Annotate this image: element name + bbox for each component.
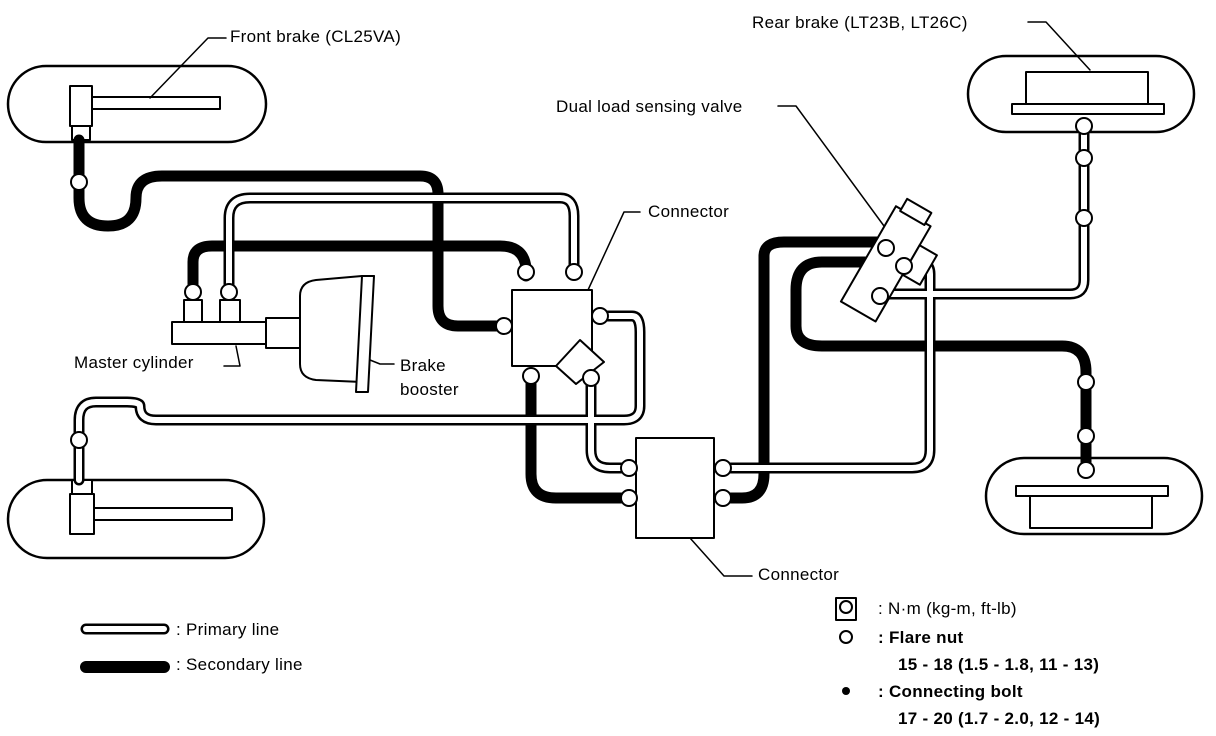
connector-top-label: Connector: [648, 202, 730, 221]
flare-nut-torque-value: 15 - 18 (1.5 - 1.8, 11 - 13): [898, 655, 1100, 674]
connector-bottom: [635, 437, 715, 539]
rear-right-brake-drum: [1011, 71, 1165, 115]
brake-booster-label-line1: Brake: [400, 356, 446, 375]
dual-load-sensing-valve-label: Dual load sensing valve: [556, 97, 743, 116]
flare-nuts: [70, 117, 1095, 507]
flare-nut-label: : Flare nut: [878, 628, 964, 647]
front-left-wheel-housing: [6, 64, 268, 144]
leader-lines: [149, 21, 1091, 577]
front-left-brake-caliper: [69, 85, 221, 141]
torque-wrench-icon: [835, 597, 857, 621]
connector-bottom-label: Connector: [758, 565, 840, 584]
front-right-wheel-housing: [6, 478, 266, 560]
connecting-bolt-symbol-icon: [842, 687, 850, 695]
front-right-brake-caliper: [69, 479, 233, 535]
rear-brake-label: Rear brake (LT23B, LT26C): [752, 13, 968, 32]
brake-booster-label-line2: booster: [400, 380, 459, 399]
rear-left-wheel-housing: [984, 456, 1204, 536]
master-cylinder: [171, 299, 301, 349]
rear-left-brake-drum: [1015, 485, 1169, 529]
connecting-bolt-torque-value: 17 - 20 (1.7 - 2.0, 12 - 14): [898, 709, 1101, 728]
master-cylinder-label: Master cylinder: [74, 353, 194, 372]
front-brake-label: Front brake (CL25VA): [230, 27, 402, 46]
torque-unit-label: : N·m (kg-m, ft-lb): [878, 599, 1017, 618]
secondary-lines: [73, 134, 1092, 504]
brake-booster: [299, 275, 375, 393]
connecting-bolt-label: : Connecting bolt: [878, 682, 1023, 701]
legend-primary-label: : Primary line: [176, 620, 280, 639]
legend-secondary-label: : Secondary line: [176, 655, 303, 674]
flare-nut-symbol-icon: [839, 630, 853, 644]
